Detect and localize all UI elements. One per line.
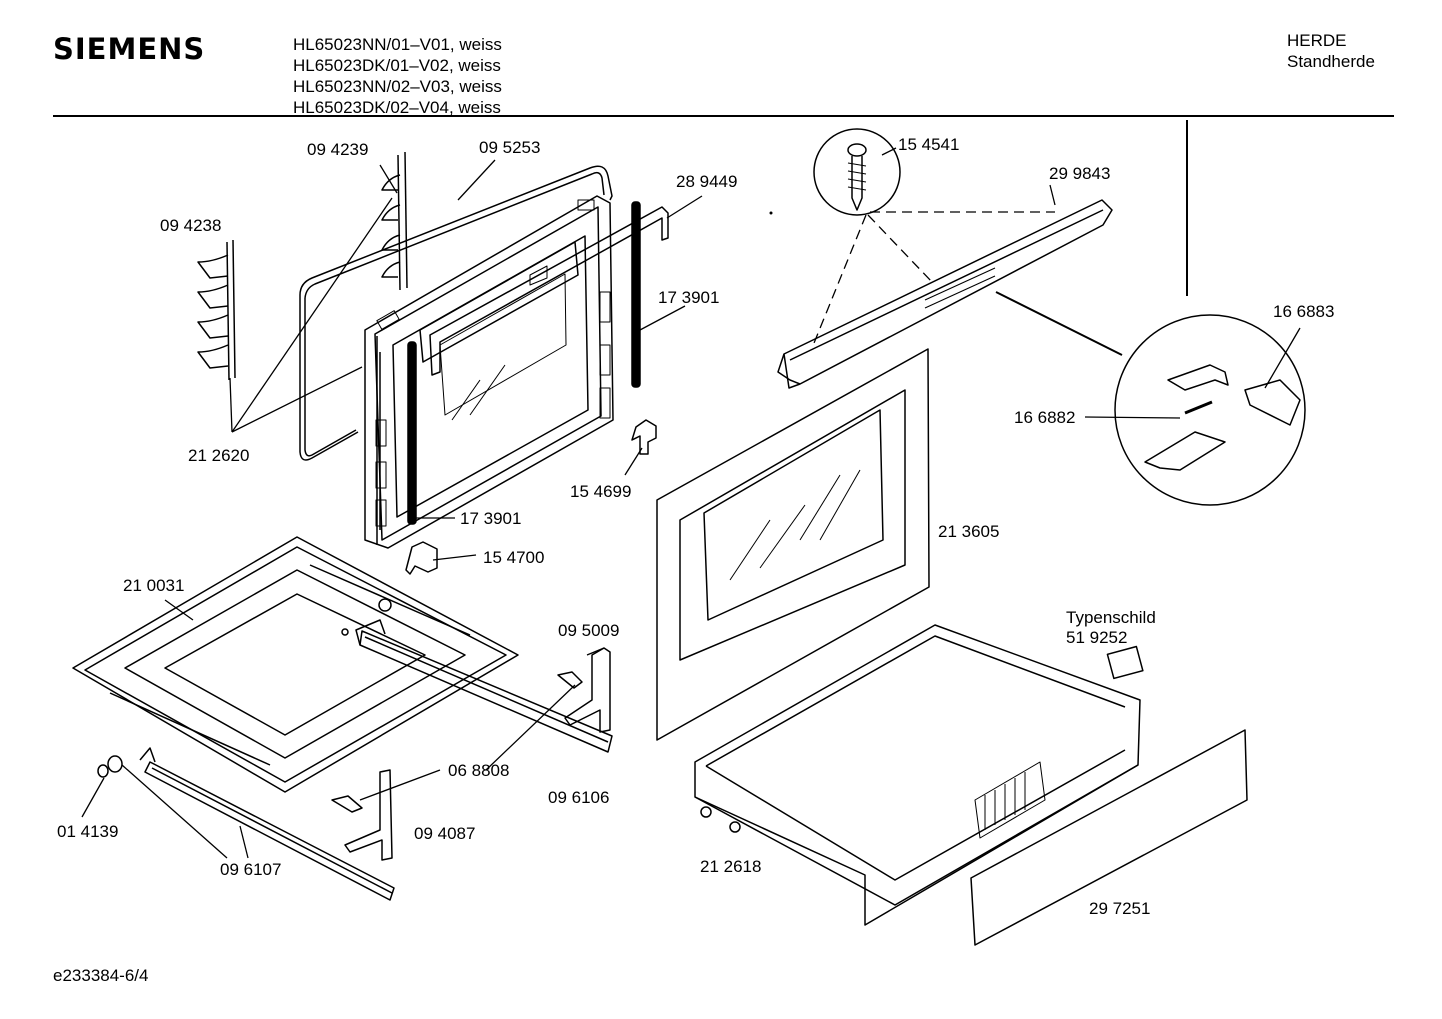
part-label: 17 3901 xyxy=(460,509,521,528)
door-handle-bar-part xyxy=(777,199,1113,389)
gasket-strip-left-part xyxy=(407,341,417,525)
part-label: 28 9449 xyxy=(676,172,737,191)
gasket-strip-right-part xyxy=(631,201,641,388)
hinge-part-upper xyxy=(631,419,657,455)
part-label: 16 6883 xyxy=(1273,302,1334,321)
hinge-part-lower xyxy=(405,541,438,575)
drawer-front-panel-part xyxy=(970,729,1248,946)
part-label: 16 6882 xyxy=(1014,408,1075,427)
part-label: 29 7251 xyxy=(1089,899,1150,918)
category-title: HERDE xyxy=(1287,31,1347,50)
part-label: 09 4239 xyxy=(307,140,368,159)
part-label: 21 3605 xyxy=(938,522,999,541)
part-label: 15 4700 xyxy=(483,548,544,567)
part-label: 09 6106 xyxy=(548,788,609,807)
baking-tray-part xyxy=(72,536,519,793)
part-label: 15 4541 xyxy=(898,135,959,154)
part-label: 06 8808 xyxy=(448,761,509,780)
hinge-bracket-part xyxy=(429,206,669,376)
part-label: 09 5253 xyxy=(479,138,540,157)
part-label: 01 4139 xyxy=(57,822,118,841)
part-label: Typenschild xyxy=(1066,608,1156,627)
brand-logo: SIEMENS xyxy=(53,32,206,66)
category-block: HERDE Standherde xyxy=(1287,30,1375,72)
drawing-code: e233384-6/4 xyxy=(53,966,149,985)
storage-drawer-part xyxy=(694,624,1141,926)
part-label: 21 2620 xyxy=(188,446,249,465)
side-rack-left-part xyxy=(197,239,236,381)
rail-support-left-part xyxy=(331,769,393,861)
part-labels: 09 4239 09 5253 28 9449 09 4238 17 3901 … xyxy=(57,135,1334,918)
header-divider xyxy=(53,115,1394,117)
type-plate-part xyxy=(1106,645,1144,680)
model-line: HL65023NN/02–V03, weiss xyxy=(293,77,502,96)
subcategory-title: Standherde xyxy=(1287,52,1375,71)
rail-support-right-part xyxy=(557,647,611,733)
screw-detail-circle xyxy=(813,128,901,216)
part-label: 09 6107 xyxy=(220,860,281,879)
part-label: 15 4699 xyxy=(570,482,631,501)
part-label: 29 9843 xyxy=(1049,164,1110,183)
part-label: 17 3901 xyxy=(658,288,719,307)
model-line: HL65023DK/01–V02, weiss xyxy=(293,56,501,75)
part-label: 21 0031 xyxy=(123,576,184,595)
model-line: HL65023DK/02–V04, weiss xyxy=(293,98,501,117)
model-list: HL65023NN/01–V01, weiss HL65023DK/01–V02… xyxy=(293,34,502,118)
part-label: 09 5009 xyxy=(558,621,619,640)
part-label: 09 4238 xyxy=(160,216,221,235)
outer-door-glass-part xyxy=(656,348,930,741)
telescopic-rail-right-part xyxy=(341,598,613,753)
model-line: HL65023NN/01–V01, weiss xyxy=(293,35,502,54)
oven-inner-frame-part xyxy=(364,195,614,549)
telescopic-rail-left-part xyxy=(97,747,395,901)
part-label: 51 9252 xyxy=(1066,628,1127,647)
side-rack-right-part xyxy=(381,151,408,291)
part-label: 09 4087 xyxy=(414,824,475,843)
part-label: 21 2618 xyxy=(700,857,761,876)
stray-dot xyxy=(769,211,773,215)
door-seal-part xyxy=(299,165,613,461)
clip-detail-circle xyxy=(1114,314,1306,506)
